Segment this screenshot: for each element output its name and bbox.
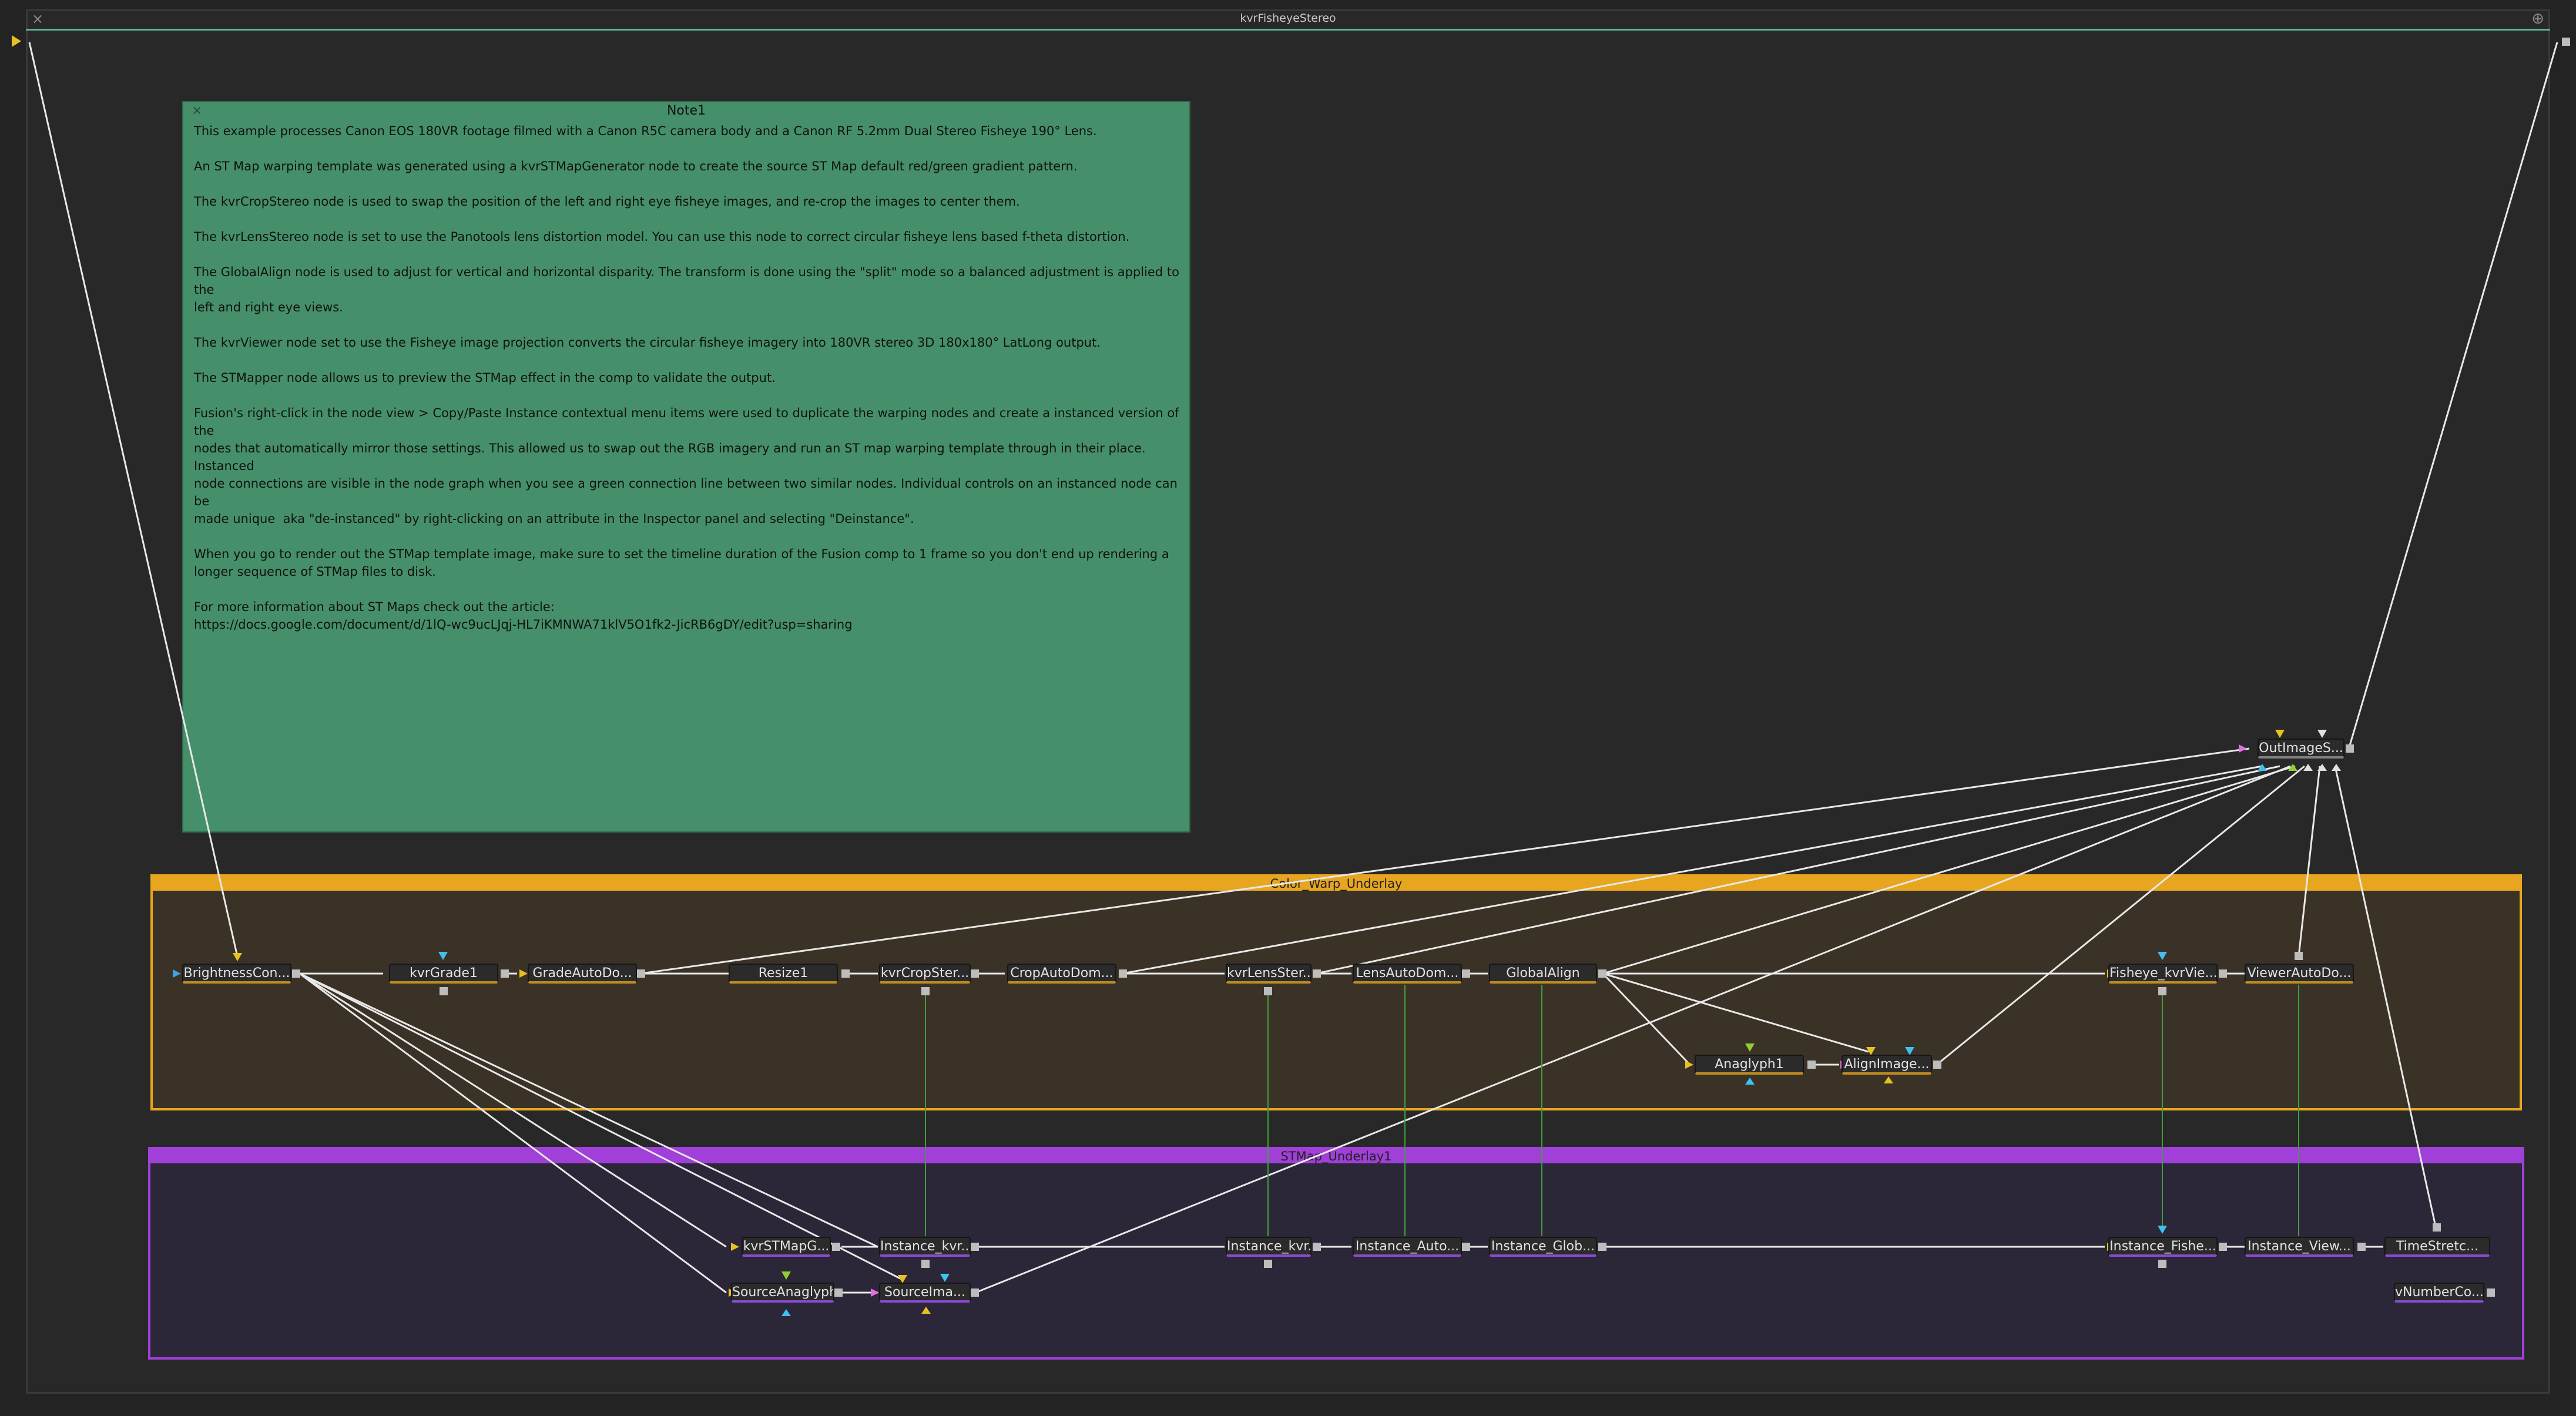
node-kvrstmapgenerator[interactable]: kvrSTMapG...: [742, 1237, 831, 1257]
node-anaglyph1[interactable]: Anaglyph1: [1695, 1055, 1804, 1075]
node-timestretcher[interactable]: TimeStretc...: [2384, 1237, 2490, 1257]
node-source-anaglyph[interactable]: SourceAnaglyph: [731, 1283, 834, 1303]
node-outimage-saver[interactable]: OutImageS...: [2258, 739, 2344, 759]
underlay-title: STMap_Underlay1: [150, 1149, 2522, 1163]
node-globalalign[interactable]: GlobalAlign: [1489, 964, 1597, 984]
group-titlebar: × kvrFisheyeStereo ⊕: [26, 9, 2550, 31]
node-instance-kvrlensstereo[interactable]: Instance_kvr...: [1226, 1237, 1312, 1257]
node-alignimage[interactable]: AlignImage...: [1842, 1055, 1932, 1075]
group-output-port[interactable]: [2562, 38, 2570, 46]
node-instance-globalalign[interactable]: Instance_Glob...: [1489, 1237, 1597, 1257]
underlay-color-warp[interactable]: Color_Warp_Underlay: [150, 874, 2522, 1110]
underlay-stmap[interactable]: STMap_Underlay1: [148, 1147, 2524, 1360]
node-grade-auto-domain[interactable]: GradeAutoDo...: [528, 964, 637, 984]
expand-icon[interactable]: ⊕: [2531, 10, 2544, 28]
node-instance-auto-domain[interactable]: Instance_Auto...: [1353, 1237, 1462, 1257]
node-resize1[interactable]: Resize1: [729, 964, 838, 984]
node-kvrlensstereo[interactable]: kvrLensSter...: [1226, 964, 1312, 984]
node-brightness-contrast[interactable]: BrightnessCon...: [182, 964, 291, 984]
node-number-composite[interactable]: vNumberCo...: [2394, 1283, 2484, 1303]
close-icon[interactable]: ×: [192, 103, 203, 118]
node-lens-auto-domain[interactable]: LensAutoDom...: [1353, 964, 1462, 984]
node-fisheye-kvrviewer[interactable]: Fisheye_kvrVie...: [2108, 964, 2218, 984]
underlay-title: Color_Warp_Underlay: [153, 877, 2520, 891]
node-kvrgrade1[interactable]: kvrGrade1: [389, 964, 498, 984]
node-source-image[interactable]: SourceIma...: [879, 1283, 971, 1303]
sticky-note[interactable]: × Note1 This example processes Canon EOS…: [182, 101, 1190, 833]
node-viewer-auto-domain[interactable]: ViewerAutoDo...: [2245, 964, 2354, 984]
note-body: This example processes Canon EOS 180VR f…: [194, 124, 1179, 632]
node-instance-viewer[interactable]: Instance_View...: [2245, 1237, 2354, 1257]
node-kvrcropstereo[interactable]: kvrCropSter...: [879, 964, 971, 984]
close-icon[interactable]: ×: [32, 11, 44, 27]
group-input-port[interactable]: [12, 35, 21, 47]
node-instance-kvrcropstereo[interactable]: Instance_kvr...: [879, 1237, 971, 1257]
window-title: kvrFisheyeStereo: [1240, 12, 1336, 25]
node-crop-auto-domain[interactable]: CropAutoDom...: [1007, 964, 1116, 984]
node-instance-fisheye[interactable]: Instance_Fishe...: [2108, 1237, 2218, 1257]
note-title: Note1: [666, 103, 706, 118]
input-port-triangle[interactable]: [233, 953, 242, 961]
